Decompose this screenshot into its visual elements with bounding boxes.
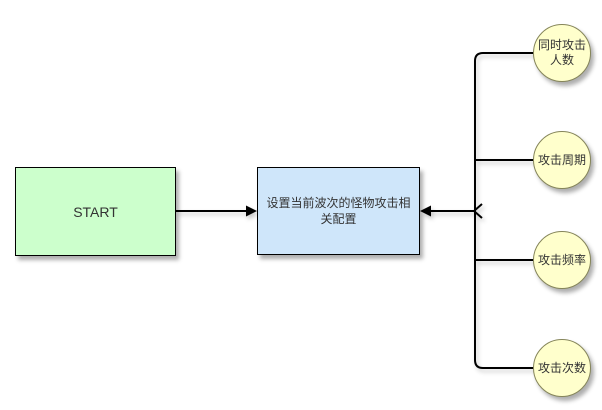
node-param-label: 攻击周期 [537, 152, 586, 167]
node-param-attack-frequency[interactable]: 攻击频率 [533, 231, 591, 289]
node-param-attack-count[interactable]: 攻击次数 [533, 339, 591, 397]
edge-start-to-process [176, 205, 257, 217]
arrowhead-right-icon [246, 205, 257, 217]
node-start[interactable]: START [15, 167, 176, 256]
node-param-simultaneous-attackers[interactable]: 同时攻击人数 [533, 24, 591, 82]
node-process[interactable]: 设置当前波次的怪物攻击相关配置 [257, 167, 420, 255]
node-start-label: START [73, 203, 118, 220]
edge-trunk-to-process [420, 203, 483, 219]
edge-params-trunk [474, 52, 540, 369]
node-param-label: 同时攻击人数 [537, 38, 586, 67]
arrowhead-left-icon [420, 205, 431, 217]
node-param-attack-cycle[interactable]: 攻击周期 [533, 131, 591, 189]
node-process-label: 设置当前波次的怪物攻击相关配置 [266, 196, 411, 226]
node-param-label: 攻击次数 [537, 360, 586, 375]
node-param-label: 攻击频率 [537, 252, 586, 267]
